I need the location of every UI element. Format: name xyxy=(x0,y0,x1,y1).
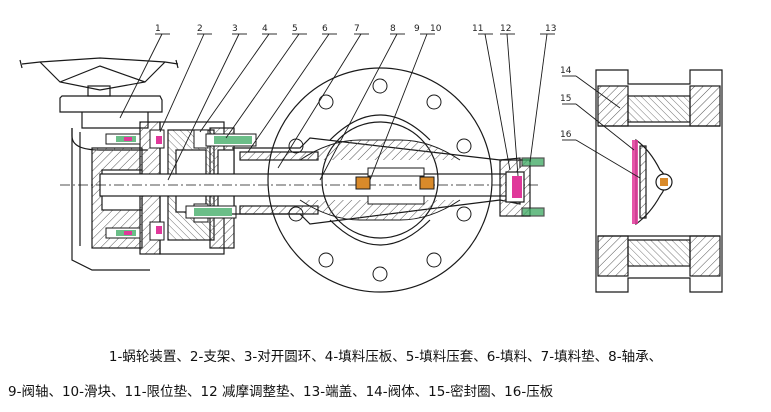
handwheel xyxy=(19,57,179,91)
valve-assembly-drawing: 1 2 3 4 5 6 7 8 9 10 11 12 13 14 15 16 xyxy=(19,24,723,293)
parts-legend-line-1: 1-蜗轮装置、2-支架、3-对开圆环、4-填料压板、5-填料压套、6-填料、7-… xyxy=(108,349,663,365)
valve-body-hatching xyxy=(597,85,721,277)
fastener-highlights xyxy=(116,136,252,236)
callout-5: 5 xyxy=(292,24,298,34)
side-section-view xyxy=(595,69,723,293)
callout-7: 7 xyxy=(354,24,360,34)
callout-8: 8 xyxy=(390,24,396,34)
end-cap xyxy=(499,157,545,217)
valve-flange xyxy=(267,67,493,293)
callout-6: 6 xyxy=(322,24,328,34)
callout-3: 3 xyxy=(232,24,238,34)
flange-bolt-holes xyxy=(288,78,472,282)
callout-15: 15 xyxy=(560,94,571,104)
callout-2: 2 xyxy=(197,24,203,34)
callout-1: 1 xyxy=(155,24,161,34)
callout-4: 4 xyxy=(262,24,268,34)
shaft-bearings xyxy=(355,167,435,205)
callout-14: 14 xyxy=(560,66,572,76)
parts-legend-line-2: 9-阀轴、10-滑块、11-限位垫、12 减摩调整垫、13-端盖、14-阀体、1… xyxy=(8,384,554,400)
callout-11: 11 xyxy=(472,24,483,34)
callout-12: 12 xyxy=(500,24,511,34)
callout-10: 10 xyxy=(430,24,442,34)
callout-9: 9 xyxy=(414,24,420,34)
callout-16: 16 xyxy=(560,130,572,140)
callout-numbers: 1 2 3 4 5 6 7 8 9 10 11 12 13 14 15 16 xyxy=(155,24,572,140)
callout-13: 13 xyxy=(545,24,556,34)
callout-leaders xyxy=(119,33,641,181)
front-section-view xyxy=(19,57,545,293)
